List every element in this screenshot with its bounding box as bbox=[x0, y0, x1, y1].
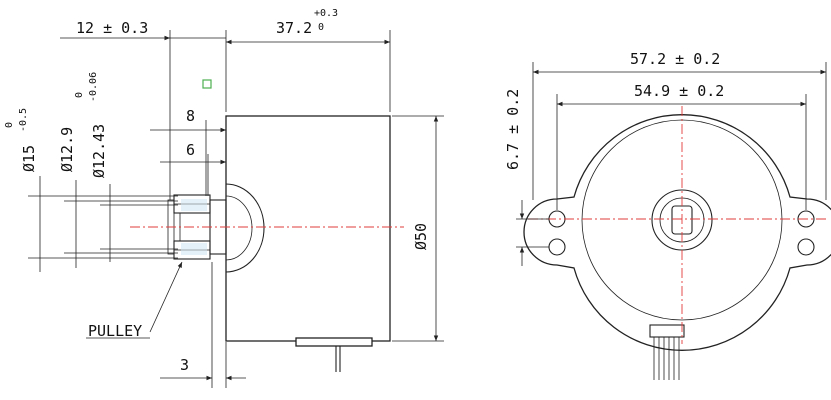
connector-tab bbox=[295, 337, 373, 347]
dim-3: 3 bbox=[180, 356, 189, 374]
dim-6: 6 bbox=[186, 141, 195, 159]
motor-body bbox=[225, 115, 391, 342]
motor-outline bbox=[523, 114, 831, 351]
wire-bundle bbox=[649, 324, 685, 380]
dim-dia12-43-tol-lower: -0.06 bbox=[88, 72, 99, 102]
pulley-label: PULLEY bbox=[88, 322, 142, 340]
mount-hole-bottom-right bbox=[797, 238, 815, 256]
hub-dome-inner bbox=[225, 195, 253, 261]
dim-body-length-tol-upper: +0.3 bbox=[314, 8, 338, 19]
front-view: 57.2 ± 0.2 54.9 ± 0.2 6.7 ± 0.2 bbox=[504, 50, 831, 380]
dim-dia15-tol-lower: -0.5 bbox=[18, 108, 29, 132]
dim-outer-width: 57.2 ± 0.2 bbox=[630, 50, 720, 68]
dim-hole-offset: 6.7 ± 0.2 bbox=[504, 89, 522, 170]
dim-dia12-43-tol-upper: 0 bbox=[74, 92, 85, 98]
dim-dia12-43: Ø12.43 bbox=[90, 124, 108, 178]
green-marker bbox=[202, 79, 212, 89]
side-view: 12 ± 0.3 37.2 +0.3 0 8 6 3 Ø15 0 bbox=[4, 8, 444, 388]
dim-8: 8 bbox=[186, 107, 195, 125]
pulley-leader bbox=[149, 261, 183, 333]
dim-body-length: 37.2 bbox=[276, 19, 312, 37]
dim-body-length-tol-lower: 0 bbox=[318, 22, 324, 33]
dim-hole-spacing: 54.9 ± 0.2 bbox=[634, 82, 724, 100]
dim-dia50: Ø50 bbox=[412, 223, 430, 250]
hub-dome bbox=[225, 183, 265, 273]
dim-dia15-tol-upper: 0 bbox=[4, 122, 15, 128]
dim-dia12-9: Ø12.9 bbox=[58, 127, 76, 172]
dim-dia15: Ø15 bbox=[20, 145, 38, 172]
dim-shaft-length: 12 ± 0.3 bbox=[76, 19, 148, 37]
